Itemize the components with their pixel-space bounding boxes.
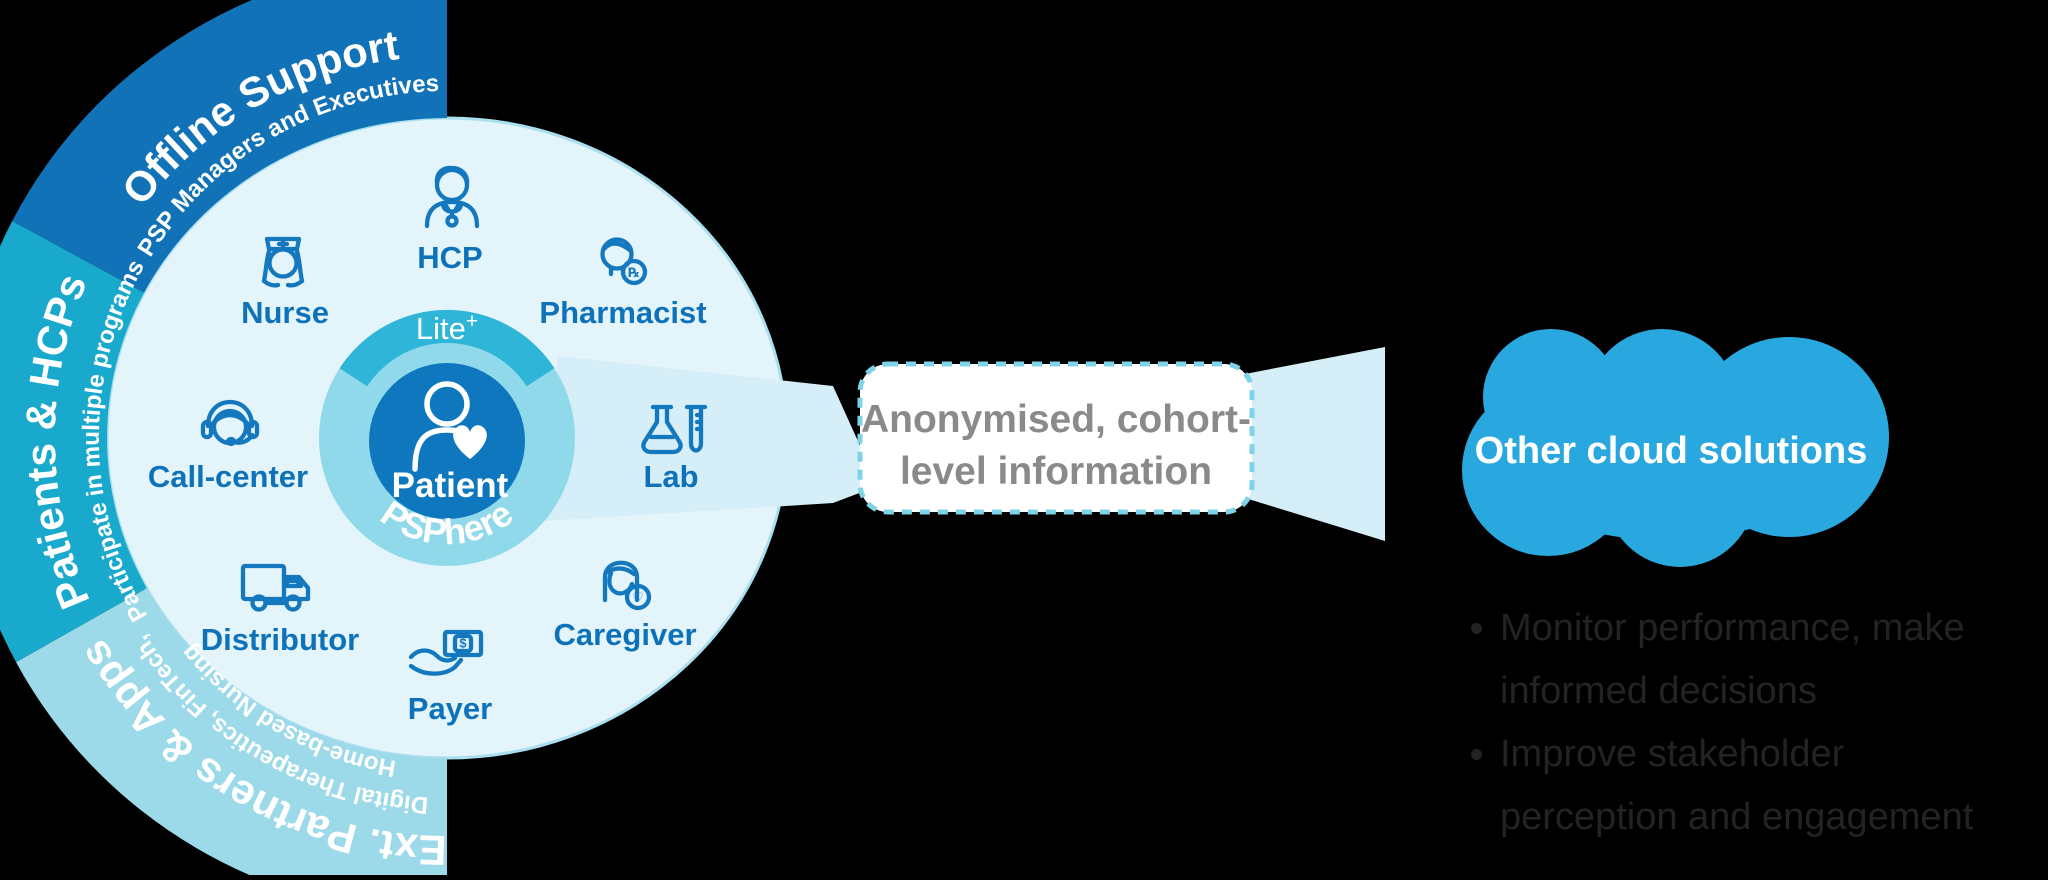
core-ring: Lite+ Patient PSPhere	[319, 309, 575, 566]
benefit-item: Monitor performance, make informed decis…	[1500, 597, 2015, 723]
patient-circle	[369, 363, 525, 519]
patient-label: Patient	[392, 466, 509, 505]
stakeholder-label-payer: Payer	[408, 691, 492, 726]
doctor-icon	[424, 165, 480, 229]
data-beam-left	[545, 356, 862, 521]
anonymised-info-line1: Anonymised, cohort-	[861, 398, 1251, 441]
stakeholder-label-nurse: Nurse	[241, 295, 329, 330]
headset-icon	[200, 399, 260, 447]
stakeholder-label-pharmacist: Pharmacist	[539, 295, 706, 330]
stakeholder-label-lab: Lab	[643, 459, 698, 494]
truck-icon	[240, 563, 311, 612]
heart-icon	[453, 425, 487, 459]
stakeholder-label-hcp: HCP	[417, 240, 482, 275]
lite-plus-sector	[339, 309, 555, 387]
benefit-item: Improve stakeholder perception and engag…	[1500, 723, 2015, 849]
heart-badge: ♡	[632, 590, 644, 605]
data-beam-right	[1245, 347, 1385, 541]
segment-patients-hcps	[0, 221, 147, 663]
nurse-icon	[261, 236, 305, 288]
pharmacist-icon: ℞	[600, 237, 648, 286]
cloud-shape	[1462, 329, 1889, 567]
dollar-badge: $	[459, 636, 467, 651]
segment-ext-partners-apps	[16, 588, 447, 880]
benefits-list: Monitor performance, make informed decis…	[1440, 597, 2015, 849]
caregiver-icon: ♡	[602, 560, 652, 611]
stakeholder-label-caregiver: Caregiver	[553, 617, 696, 652]
stakeholder-label-call-center: Call-center	[148, 459, 308, 494]
anonymised-info-box: Anonymised, cohort- level information	[857, 361, 1255, 515]
anonymised-info-line2: level information	[900, 450, 1212, 493]
payment-hand-icon: $	[408, 629, 484, 676]
segment-offline-support	[12, 0, 447, 293]
lab-flask-icon	[641, 404, 708, 455]
lite-plus-label: Lite+	[416, 310, 478, 346]
rx-badge: ℞	[628, 265, 640, 280]
stakeholder-label-distributor: Distributor	[201, 622, 359, 657]
cloud-label: Other cloud solutions	[1475, 430, 1868, 472]
